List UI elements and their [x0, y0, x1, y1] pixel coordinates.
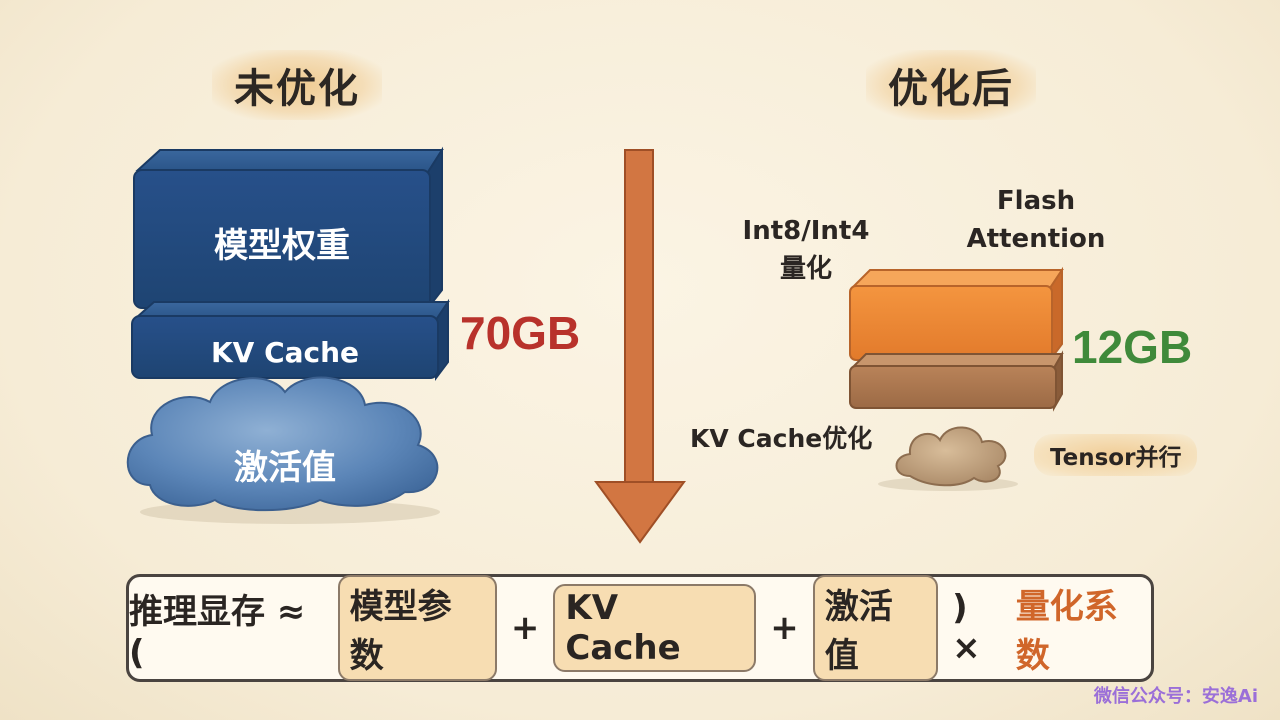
watermark: 微信公众号：安逸Ai — [1093, 686, 1258, 707]
after-stack-graphic — [849, 266, 1064, 491]
quantized-weights-block — [849, 266, 1064, 363]
quant-label-line1: Int8/Int4 — [742, 216, 870, 246]
down-arrow-icon — [594, 149, 686, 544]
formula-term-activation: 激活值 — [812, 575, 939, 681]
formula-plus-2: + — [770, 608, 799, 648]
flash-label-line2: Attention — [966, 224, 1106, 254]
activation-cloud — [126, 376, 440, 524]
heading-before: 未优化 — [212, 50, 382, 120]
quant-label: Int8/Int4 量化 — [736, 212, 876, 288]
formula-close: ) × — [952, 588, 981, 668]
formula-term-params: 模型参数 — [337, 575, 497, 681]
before-stack-graphic — [126, 146, 450, 524]
weights-label: 模型权重 — [214, 226, 350, 266]
optimized-kv-block — [849, 350, 1064, 412]
small-activation-cloud — [878, 426, 1018, 491]
kv-cache-opt-label: KV Cache优化 — [690, 424, 873, 453]
flash-attention-label: Flash Attention — [960, 182, 1112, 258]
quant-label-line2: 量化 — [779, 254, 832, 284]
heading-after: 优化后 — [866, 50, 1036, 120]
tensor-parallel-badge: Tensor并行 — [1034, 434, 1198, 476]
after-total: 12GB — [1072, 321, 1193, 373]
formula-term-kv: KV Cache — [553, 584, 757, 672]
formula-lhs: 推理显存 ≈ ( — [129, 591, 306, 673]
kv-cache-block — [131, 298, 450, 381]
kv-cache-label: KV Cache — [210, 336, 360, 369]
formula-box: 推理显存 ≈ ( 模型参数 + KV Cache + 激活值 ) × 量化系数 — [126, 574, 1154, 682]
flash-label-line1: Flash — [996, 186, 1076, 216]
before-total: 70GB — [460, 307, 581, 359]
formula-factor: 量化系数 — [1015, 587, 1118, 676]
weights-block — [133, 146, 444, 311]
activation-label: 激活值 — [234, 448, 336, 488]
formula-plus-1: + — [510, 608, 540, 648]
